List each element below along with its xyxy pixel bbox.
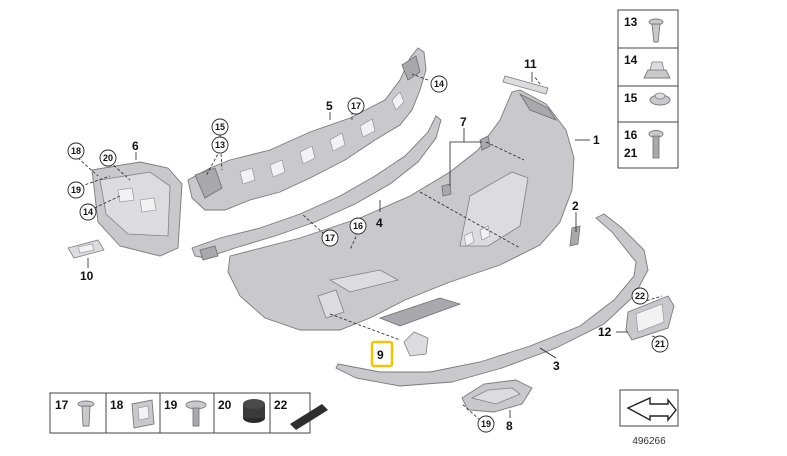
bottom-item-18[interactable]: 18 [110, 398, 155, 429]
svg-text:19: 19 [71, 185, 81, 195]
part-9-reflector[interactable] [403, 331, 429, 357]
svg-text:20: 20 [103, 153, 113, 163]
diagram-id-box: 496266 [619, 389, 679, 447]
callout-9-highlight[interactable]: 9 [370, 340, 394, 368]
callout-7: 7 [460, 115, 467, 129]
circle-18: 18 [67, 142, 85, 160]
svg-text:22: 22 [635, 291, 645, 301]
callout-3: 3 [553, 359, 560, 373]
bottom-legend: 17 18 19 20 22 [49, 392, 328, 434]
circle-16-mid: 16 [349, 217, 367, 235]
legend-item-13[interactable]: 13 [624, 15, 664, 43]
part-4-strip[interactable] [191, 115, 442, 261]
svg-text:14: 14 [83, 207, 93, 217]
circle-15: 15 [211, 118, 229, 136]
part-6-side-bracket[interactable] [91, 161, 183, 257]
svg-text:21: 21 [655, 339, 665, 349]
svg-text:22: 22 [274, 398, 288, 412]
svg-text:14: 14 [624, 53, 638, 67]
callout-8: 8 [506, 419, 513, 433]
circle-19-left: 19 [67, 181, 85, 199]
circle-17-top: 17 [347, 97, 365, 115]
bottom-item-19[interactable]: 19 [164, 398, 207, 427]
callout-4: 4 [376, 216, 383, 230]
svg-text:18: 18 [71, 146, 81, 156]
callout-2: 2 [572, 199, 579, 213]
part-callouts: 1 2 3 4 5 6 7 8 10 11 12 [80, 57, 612, 433]
svg-text:19: 19 [481, 419, 491, 429]
legend-item-15[interactable]: 15 [624, 91, 671, 106]
circle-14-left: 14 [79, 203, 97, 221]
svg-text:14: 14 [434, 79, 444, 89]
svg-text:18: 18 [110, 398, 124, 412]
svg-text:13: 13 [215, 140, 225, 150]
callout-1: 1 [593, 133, 600, 147]
svg-text:15: 15 [215, 122, 225, 132]
circle-13-mid: 13 [211, 136, 229, 154]
part-7-clips[interactable] [441, 135, 491, 197]
circle-14-top: 14 [430, 75, 448, 93]
circle-callouts: 14 17 15 13 18 20 19 14 [67, 75, 669, 433]
direction-arrow-icon [626, 396, 677, 422]
bottom-item-22[interactable]: 22 [274, 398, 328, 430]
svg-text:13: 13 [624, 15, 638, 29]
svg-text:15: 15 [624, 91, 638, 105]
side-legend: 13 14 15 16 21 [617, 9, 679, 169]
part-11-strip[interactable] [502, 75, 549, 95]
svg-text:17: 17 [55, 398, 69, 412]
part-8-bracket[interactable] [461, 379, 533, 413]
bottom-item-20[interactable]: 20 [218, 398, 265, 423]
callout-5: 5 [326, 99, 333, 113]
part-12-frame[interactable] [625, 295, 675, 341]
circle-22: 22 [631, 287, 649, 305]
callout-9: 9 [377, 348, 384, 362]
circle-21: 21 [651, 335, 669, 353]
part-10-clip[interactable] [67, 239, 105, 259]
part-2-clip[interactable] [569, 225, 581, 247]
callout-10: 10 [80, 269, 94, 283]
svg-text:16: 16 [624, 128, 638, 142]
part-3-diffuser[interactable] [335, 213, 649, 387]
foam-strip-icon [290, 404, 328, 430]
svg-text:17: 17 [325, 233, 335, 243]
callout-11: 11 [524, 57, 537, 71]
callout-6: 6 [132, 139, 139, 153]
circle-20: 20 [99, 149, 117, 167]
svg-text:21: 21 [624, 146, 638, 160]
svg-text:20: 20 [218, 398, 232, 412]
diagram-id: 496266 [632, 436, 666, 447]
part-5-carrier[interactable] [187, 47, 427, 211]
bottom-item-17[interactable]: 17 [55, 398, 95, 427]
callout-12: 12 [598, 325, 612, 339]
part-1-bumper-trim[interactable] [227, 89, 575, 331]
circle-19-bottom: 19 [477, 415, 495, 433]
svg-text:19: 19 [164, 398, 178, 412]
legend-item-14[interactable]: 14 [624, 53, 671, 79]
legend-item-16-21[interactable]: 16 21 [624, 128, 664, 160]
svg-text:17: 17 [351, 101, 361, 111]
svg-text:16: 16 [353, 221, 363, 231]
nut-clip-icon [643, 69, 671, 79]
circle-17-mid: 17 [321, 229, 339, 247]
